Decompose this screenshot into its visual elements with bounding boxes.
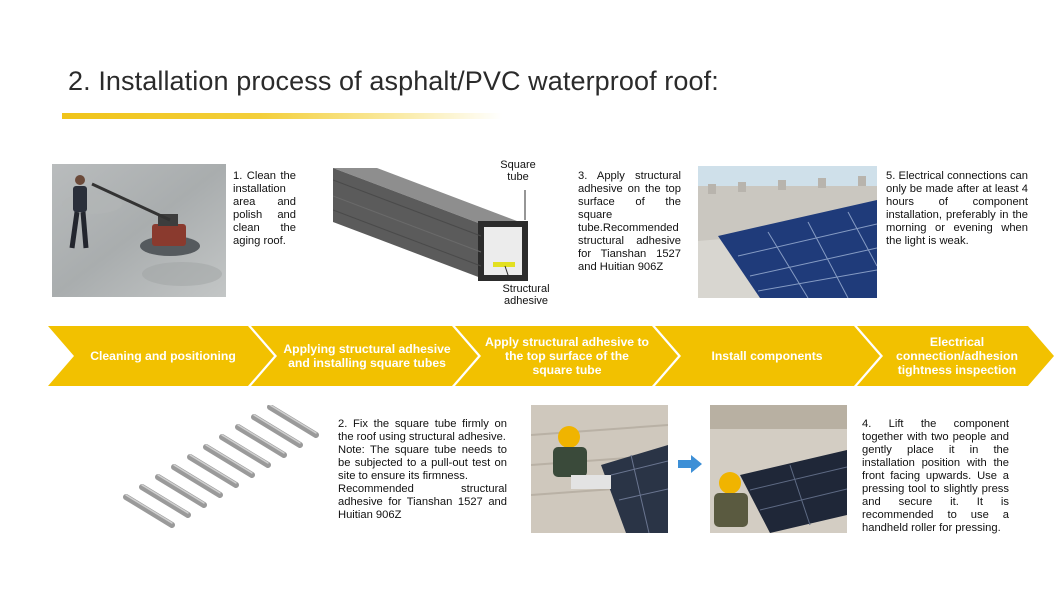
rooftop-solar-panels-photo — [698, 166, 877, 298]
square-tube-diagram — [332, 160, 563, 305]
step3-description: 3. Apply structural adhesive on the top … — [578, 170, 681, 273]
step2-description: 2. Fix the square tube firmly on the roo… — [338, 418, 507, 522]
process-flow-arrows — [48, 326, 1054, 386]
next-step-arrow-icon — [678, 455, 702, 473]
title-underline — [62, 113, 502, 119]
square-tube-label: Square tube — [500, 159, 536, 183]
floor-grinding-photo — [52, 164, 226, 297]
step-arrow-2 — [251, 326, 478, 386]
step-arrow-3 — [455, 326, 678, 386]
structural-adhesive-label: Structural adhesive — [502, 283, 550, 307]
step-label-5: Electrical connection/adhesion tightness… — [896, 335, 1018, 377]
step-label-4: Install components — [711, 349, 823, 363]
step2-line-1: 2. Fix the square tube firmly on the roo… — [338, 418, 507, 443]
component-install-photo-1 — [531, 405, 668, 533]
step-arrow-1 — [48, 326, 274, 386]
component-install-photo-2 — [710, 405, 847, 533]
step5-description: 5. Electrical connections can only be ma… — [886, 170, 1028, 247]
step-label-2: Applying structural adhesive and install… — [283, 342, 451, 370]
step2-line-3: Recommended structural adhesive for Tian… — [338, 483, 507, 521]
step2-line-2: Note: The square tube needs to be subjec… — [338, 444, 507, 482]
step-label-1: Cleaning and positioning — [90, 349, 236, 363]
page-title: 2. Installation process of asphalt/PVC w… — [68, 66, 719, 96]
step1-description: 1. Clean the installation area and polis… — [233, 170, 296, 247]
square-tubes-array-illustration — [120, 404, 330, 530]
step-arrow-4 — [655, 326, 880, 386]
step4-description: 4. Lift the component together with two … — [862, 418, 1009, 534]
step-arrow-5 — [857, 326, 1054, 386]
step-label-3: Apply structural adhesive to the top sur… — [485, 335, 649, 377]
